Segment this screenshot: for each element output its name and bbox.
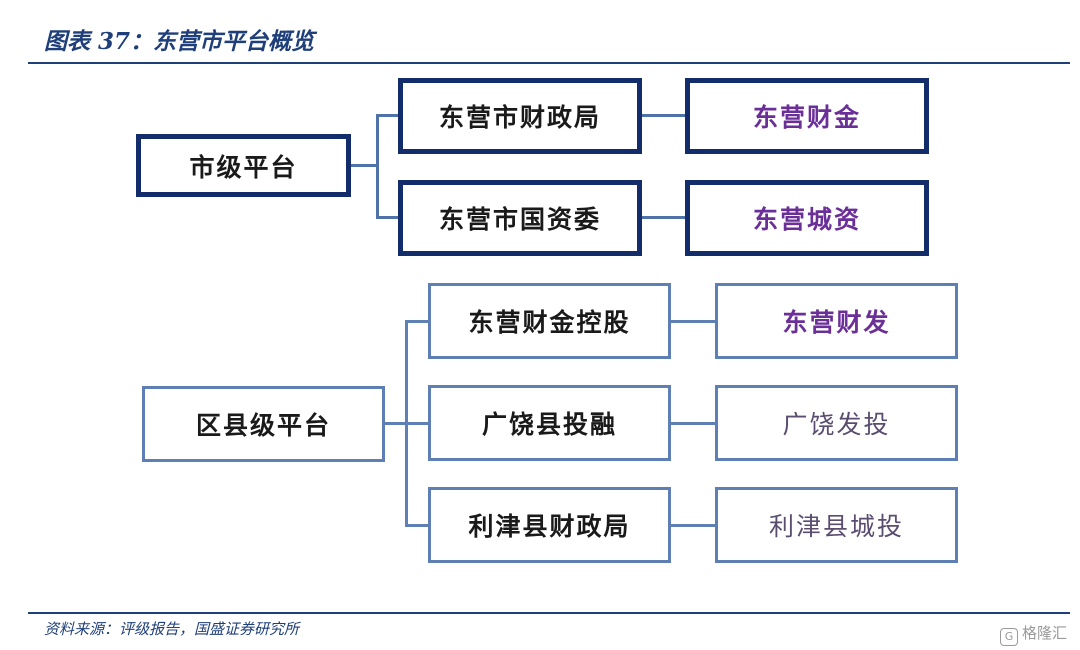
- city-parent-label-1: 东营市财政局: [438, 103, 601, 132]
- connector-county-child-1: [669, 320, 717, 323]
- county-child-label-2: 广饶发投: [782, 410, 891, 439]
- city-child-box-1: 东营财金: [685, 78, 929, 154]
- connector-county-child-2: [669, 422, 717, 425]
- county-child-box-2: 广饶发投: [715, 385, 958, 461]
- connector-county-root: [383, 422, 407, 425]
- source-note: 资料来源：评级报告，国盛证券研究所: [44, 620, 300, 638]
- county-parent-box-3: 利津县财政局: [428, 487, 671, 563]
- connector-city-branch-1: [376, 114, 401, 117]
- city-parent-box-1: 东营市财政局: [398, 78, 642, 154]
- city-child-box-2: 东营城资: [685, 180, 929, 256]
- city-child-label-2: 东营城资: [752, 205, 861, 234]
- connector-county-branch-1: [405, 320, 430, 323]
- county-parent-label-1: 东营财金控股: [468, 308, 631, 337]
- connector-city-root: [350, 164, 378, 167]
- connector-city-child-1: [641, 114, 687, 117]
- figure-title: 图表 37：东营市平台概览: [44, 28, 315, 55]
- county-parent-box-1: 东营财金控股: [428, 283, 671, 359]
- county-level-platform-box: 区县级平台: [142, 386, 385, 462]
- county-parent-label-2: 广饶县投融: [481, 410, 617, 439]
- connector-city-trunk: [376, 114, 379, 219]
- county-child-label-1: 东营财发: [782, 308, 891, 337]
- county-level-label: 区县级平台: [195, 411, 331, 440]
- county-parent-box-2: 广饶县投融: [428, 385, 671, 461]
- county-child-label-3: 利津县城投: [768, 512, 904, 541]
- watermark-text: 格隆汇: [1022, 624, 1068, 642]
- city-child-label-1: 东营财金: [752, 103, 861, 132]
- county-child-box-1: 东营财发: [715, 283, 958, 359]
- city-level-platform-box: 市级平台: [136, 134, 351, 197]
- connector-county-branch-2: [405, 422, 430, 425]
- watermark-logo-icon: G: [1000, 628, 1018, 646]
- connector-county-child-3: [669, 524, 717, 527]
- county-child-box-3: 利津县城投: [715, 487, 958, 563]
- city-parent-label-2: 东营市国资委: [438, 205, 601, 234]
- connector-county-branch-3: [405, 524, 430, 527]
- city-level-label: 市级平台: [189, 152, 298, 182]
- connector-city-child-2: [641, 216, 687, 219]
- connector-city-branch-2: [376, 216, 401, 219]
- footer-rule: [28, 612, 1070, 614]
- county-parent-label-3: 利津县财政局: [468, 512, 631, 541]
- city-parent-box-2: 东营市国资委: [398, 180, 642, 256]
- title-rule: [28, 62, 1070, 64]
